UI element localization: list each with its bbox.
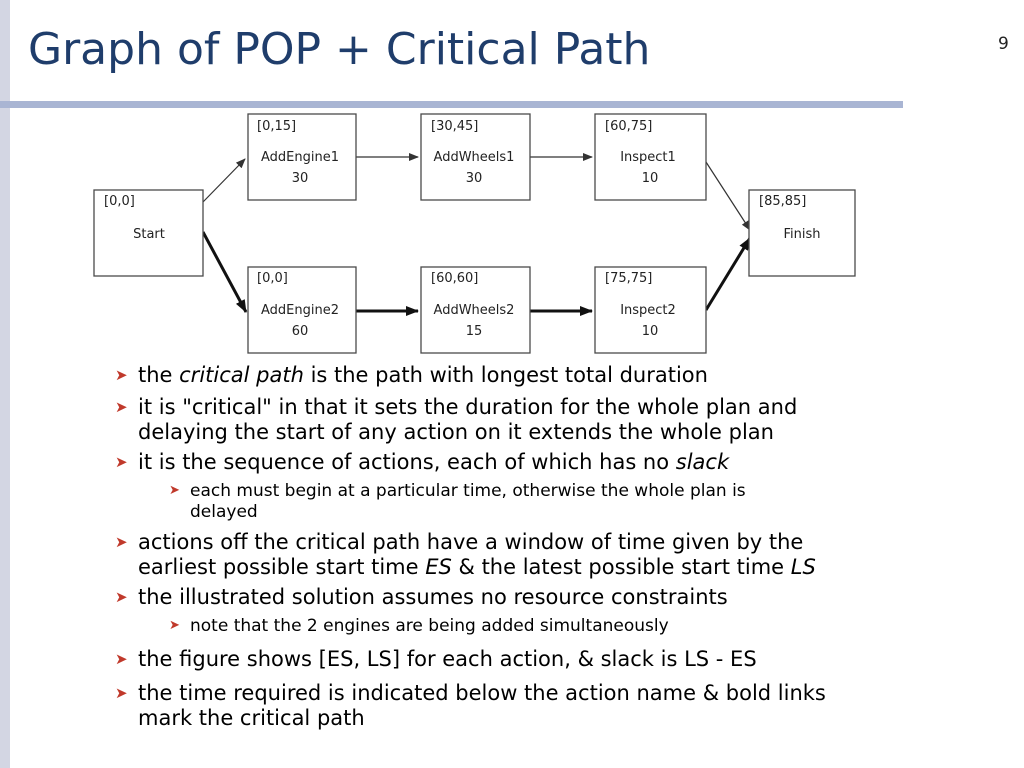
node-name: Inspect2 (620, 303, 676, 318)
arrowhead-right-icon: ➤ (169, 483, 180, 498)
page-number: 9 (998, 34, 1009, 54)
node-addengine1: [0,15] AddEngine1 30 (247, 113, 357, 201)
title-rule (0, 101, 903, 108)
node-window: [60,75] (605, 119, 652, 134)
left-accent-bar (0, 0, 10, 768)
node-name: Finish (783, 227, 820, 242)
node-name: AddEngine2 (261, 303, 339, 318)
edge-start-addengine1 (202, 158, 246, 203)
node-window: [60,60] (431, 271, 478, 286)
bullet-critical-reason: ➤ it is "critical" in that it sets the d… (115, 395, 798, 444)
bullet-no-resource-constraints: ➤ the illustrated solution assumes no re… (115, 585, 728, 609)
node-duration: 60 (292, 324, 309, 339)
node-window: [0,0] (257, 271, 288, 286)
node-addwheels1: [30,45] AddWheels1 30 (420, 113, 531, 201)
node-window: [75,75] (605, 271, 652, 286)
node-finish: [85,85] Finish (748, 189, 856, 277)
bullet-no-slack: ➤ it is the sequence of actions, each of… (115, 450, 730, 474)
arrowhead-right-icon: ➤ (169, 618, 180, 633)
arrowhead-right-icon: ➤ (115, 588, 128, 606)
node-name: AddEngine1 (261, 150, 339, 165)
node-addwheels2: [60,60] AddWheels2 15 (420, 266, 531, 354)
arrowhead-right-icon: ➤ (115, 398, 128, 416)
edge-inspect1-finish (705, 161, 751, 231)
edge-start-addengine2-critical (201, 231, 248, 313)
edge-inspect2-finish-critical (704, 237, 752, 311)
bullet-critical-path: ➤ the critical path is the path with lon… (115, 363, 708, 387)
node-inspect1: [60,75] Inspect1 10 (594, 113, 707, 201)
sub-bullet-engines-simultaneous: ➤ note that the 2 engines are being adde… (169, 616, 669, 636)
node-window: [0,0] (104, 194, 135, 209)
node-duration: 10 (642, 171, 659, 186)
slide-title: Graph of POP + Critical Path (28, 24, 651, 75)
node-addengine2: [0,0] AddEngine2 60 (247, 266, 357, 354)
node-duration: 30 (466, 171, 483, 186)
node-duration: 30 (292, 171, 309, 186)
arrowhead-right-icon: ➤ (115, 533, 128, 551)
sub-bullet-particular-time: ➤ each must begin at a particular time, … (169, 481, 746, 522)
node-name: AddWheels1 (434, 150, 515, 165)
node-duration: 15 (466, 324, 483, 339)
node-name: Start (133, 227, 165, 242)
bullet-bold-links: ➤ the time required is indicated below t… (115, 681, 826, 730)
bullet-es-ls: ➤ the figure shows [ES, LS] for each act… (115, 647, 757, 671)
node-inspect2: [75,75] Inspect2 10 (594, 266, 707, 354)
node-window: [30,45] (431, 119, 478, 134)
arrowhead-right-icon: ➤ (115, 650, 128, 668)
node-start: [0,0] Start (93, 189, 204, 277)
node-name: Inspect1 (620, 150, 676, 165)
arrowhead-right-icon: ➤ (115, 453, 128, 471)
arrowhead-right-icon: ➤ (115, 366, 128, 384)
bullet-window-of-time: ➤ actions off the critical path have a w… (115, 530, 816, 579)
node-window: [0,15] (257, 119, 296, 134)
arrowhead-right-icon: ➤ (115, 684, 128, 702)
node-window: [85,85] (759, 194, 806, 209)
node-duration: 10 (642, 324, 659, 339)
node-name: AddWheels2 (434, 303, 515, 318)
